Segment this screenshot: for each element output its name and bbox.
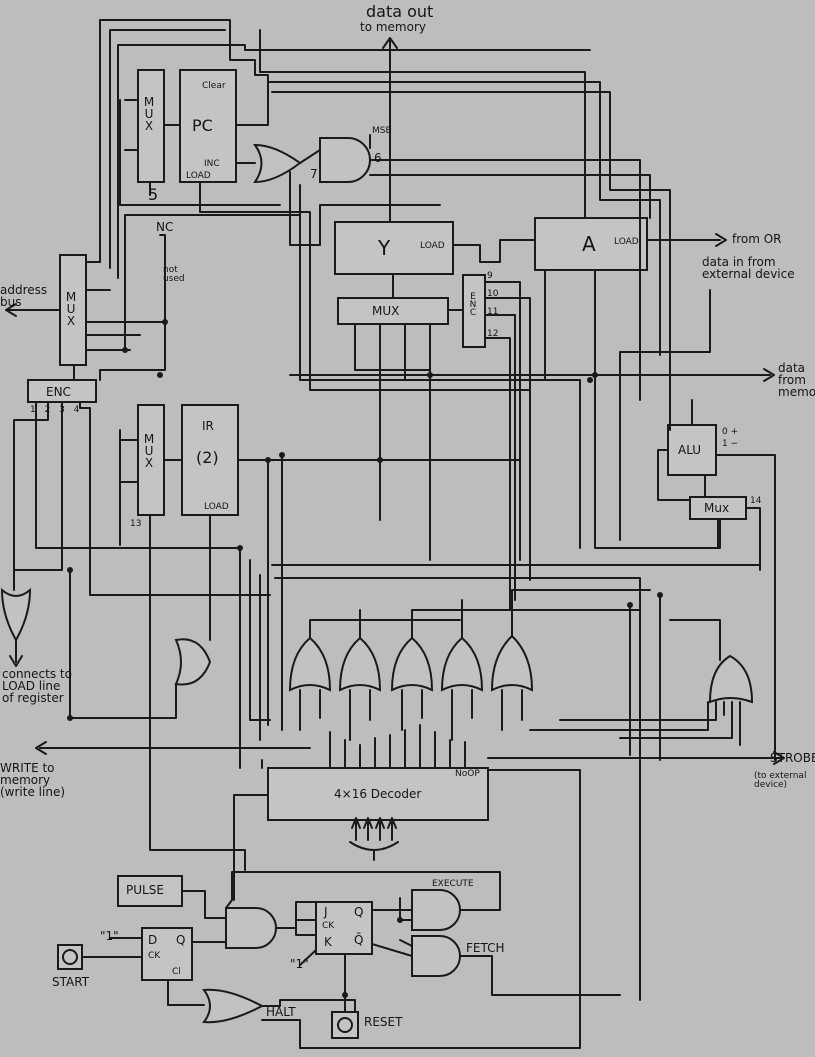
or-gate-row-3 <box>390 636 434 692</box>
label-ir: IR <box>202 419 214 433</box>
label-not-used: not used <box>163 265 185 284</box>
label-fetch: FETCH <box>466 941 505 955</box>
y-mux-box <box>337 297 449 325</box>
label-six: 6 <box>374 151 382 165</box>
pc-box <box>179 69 237 183</box>
label-execute: EXECUTE <box>432 879 474 889</box>
label-d-ck: CK <box>148 951 161 961</box>
label-connects-load: connects to LOAD line of register <box>2 667 72 705</box>
or-gate-load <box>0 587 32 643</box>
label-address-bus: address bus <box>0 283 48 309</box>
label-write: WRITE to memory (write line) <box>0 761 66 799</box>
label-enc-pins: 1 2 3 4 <box>30 405 83 415</box>
label-data-out: data out <box>366 2 434 21</box>
label-pc-clear: Clear <box>202 81 226 91</box>
label-nine: 9 <box>487 271 493 281</box>
or-gate-row-4 <box>440 636 484 692</box>
label-y-enc: ENC <box>468 292 478 316</box>
label-one-b: "1" <box>290 957 309 971</box>
label-alu-mux: Mux <box>704 501 730 515</box>
or-gate-row-2 <box>338 636 382 692</box>
label-d: D <box>148 933 158 947</box>
label-ir-two: (2) <box>196 448 219 467</box>
and-gate-msb <box>319 137 371 183</box>
label-decoder: 4×16 Decoder <box>334 787 422 801</box>
label-from-or: from OR <box>732 232 782 246</box>
label-jk-ck: CK <box>322 921 335 931</box>
label-pulse: PULSE <box>126 883 164 897</box>
label-y-mux: MUX <box>372 304 400 318</box>
label-jk-q: Q <box>354 905 364 919</box>
label-to-memory: to memory <box>360 20 426 34</box>
or-gate-strobe <box>708 654 754 704</box>
label-data-from-memory: data from memory <box>778 361 815 399</box>
label-twelve: 12 <box>487 329 499 339</box>
label-pc-load: LOAD <box>186 171 211 181</box>
label-ir-mux: MUX <box>142 432 156 468</box>
label-d-q: Q <box>176 933 186 947</box>
label-d-cl: Cl <box>172 967 181 977</box>
label-fourteen: 14 <box>750 496 762 506</box>
label-alu-ops: 0 + <box>722 427 739 437</box>
label-strobe-sub: (to external device) <box>754 771 807 790</box>
label-enc-addr: ENC <box>46 385 71 399</box>
label-one-a: "1" <box>100 929 119 943</box>
or-gate-ir <box>174 638 212 686</box>
label-nc: NC <box>156 220 174 234</box>
label-pc-mux: MUX <box>142 95 156 131</box>
label-y-load: LOAD <box>420 241 445 251</box>
label-pc-inc: INC <box>204 159 220 169</box>
label-a: A <box>582 232 596 256</box>
pulse-box <box>117 875 183 907</box>
reset-button[interactable] <box>331 1011 359 1039</box>
label-ten: 10 <box>487 289 499 299</box>
label-alu-ops2: 1 − <box>722 439 739 449</box>
a-register-box <box>534 217 648 271</box>
or-gate-pc <box>253 143 302 184</box>
label-reset: RESET <box>364 1015 403 1029</box>
and-gate-pulse <box>225 907 277 949</box>
jk-flipflop-box <box>315 901 373 955</box>
label-alu: ALU <box>678 443 702 457</box>
start-button[interactable] <box>57 944 83 970</box>
label-thirteen: 13 <box>130 519 142 529</box>
label-strobe: STROBE <box>770 751 815 765</box>
label-seven: 7 <box>310 167 318 181</box>
label-halt: HALT <box>266 1005 296 1019</box>
label-pc: PC <box>192 116 213 135</box>
label-eleven: 11 <box>487 307 499 317</box>
or-gate-row-1 <box>288 636 332 692</box>
label-ir-load: LOAD <box>204 502 229 512</box>
label-start: START <box>52 975 90 989</box>
label-noop: NoOP <box>455 769 480 779</box>
label-msb: MSB <box>372 126 392 136</box>
ir-box <box>181 404 239 516</box>
label-y: Y <box>378 236 391 260</box>
label-data-in-external: data in from external device <box>702 255 795 281</box>
and-gate-execute <box>411 889 461 931</box>
label-k: K <box>324 935 332 949</box>
or-gate-row-5 <box>490 634 534 692</box>
d-flipflop-box <box>141 927 193 981</box>
label-addr-mux: MUX <box>64 290 78 326</box>
decoder-box <box>267 767 489 821</box>
and-gate-fetch <box>411 935 461 977</box>
or-gate-halt <box>202 988 265 1024</box>
label-five: 5 <box>148 185 159 204</box>
label-a-load: LOAD <box>614 237 639 247</box>
label-j: J <box>324 905 328 919</box>
label-jk-qbar: Q̄ <box>354 933 364 947</box>
